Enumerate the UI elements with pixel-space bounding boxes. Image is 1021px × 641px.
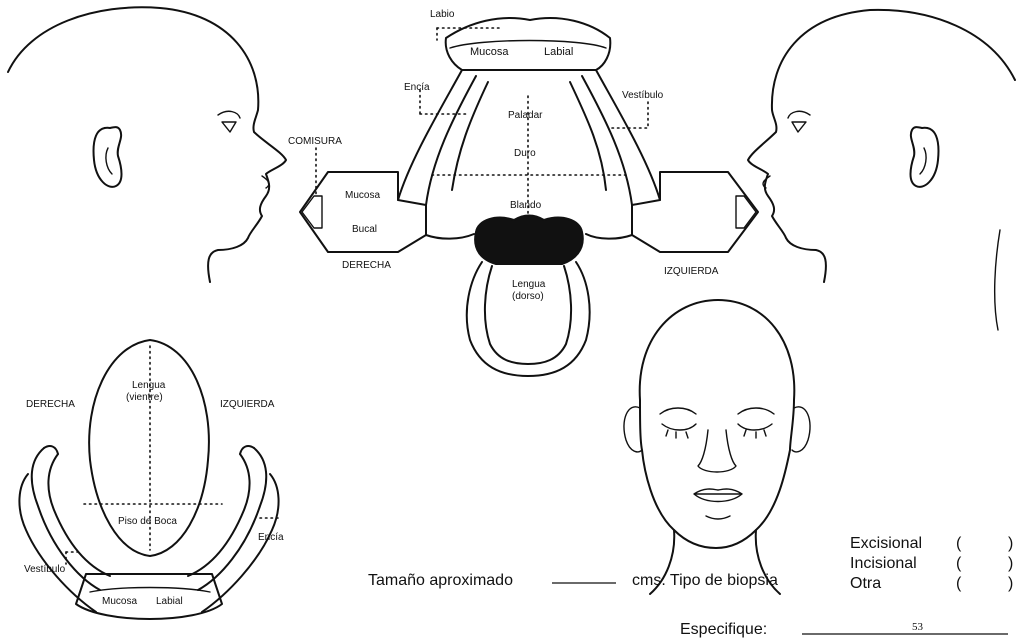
label-mucosa-bucal: Mucosa: [345, 190, 380, 201]
page-number: 53: [912, 621, 924, 633]
biopsy-form: Tamaño aproximado cms. Tipo de biopsia E…: [368, 535, 1013, 638]
frontal-face: [624, 300, 810, 594]
label-dorso: (dorso): [512, 291, 544, 302]
right-head-profile: [748, 10, 1015, 330]
label-lengua-vientre: Lengua: [132, 380, 166, 391]
label-encia-bottom: Encía: [258, 532, 284, 543]
paren-close-2[interactable]: ): [1008, 555, 1013, 572]
left-buccal-mucosa: [300, 172, 426, 252]
label-vestibulo-bottom: Vestíbulo: [24, 564, 66, 575]
label-encia-top: Encía: [404, 82, 430, 93]
label-paladar: Paladar: [508, 110, 543, 121]
tamano-label: Tamaño aproximado: [368, 572, 513, 589]
label-vientre: (vientre): [126, 392, 163, 403]
label-vestibulo-top: Vestíbulo: [622, 90, 664, 101]
label-izquierda-top: IZQUIERDA: [664, 266, 719, 277]
label-labial-bottom: Labial: [156, 596, 183, 607]
label-derecha-bottom: DERECHA: [26, 399, 75, 410]
label-comisura: COMISURA: [288, 136, 342, 147]
label-lengua-dorso: Lengua: [512, 279, 546, 290]
paren-open-1[interactable]: (: [956, 535, 962, 552]
right-buccal-mucosa: [632, 172, 758, 252]
label-blando: Blando: [510, 200, 542, 211]
option-excisional: Excisional: [850, 535, 922, 552]
label-bucal-text: Bucal: [352, 224, 377, 235]
paren-open-2[interactable]: (: [956, 555, 962, 572]
label-duro: Duro: [514, 148, 536, 159]
paren-open-3[interactable]: (: [956, 575, 962, 592]
paren-close-3[interactable]: ): [1008, 575, 1013, 592]
label-labial-top: Labial: [544, 46, 573, 58]
label-piso-boca: Piso de Boca: [118, 516, 177, 527]
option-otra: Otra: [850, 575, 881, 592]
left-head-profile: [8, 7, 286, 282]
label-mucosa-bottom: Mucosa: [102, 596, 137, 607]
label-izquierda-bottom: IZQUIERDA: [220, 399, 275, 410]
label-labio: Labio: [430, 9, 455, 20]
soft-palate-dark: [475, 216, 583, 265]
cms-tipo-label: cms. Tipo de biopsia: [632, 572, 778, 589]
especifique-label: Especifique:: [680, 621, 767, 638]
lower-lip: [76, 574, 222, 619]
label-mucosa-top: Mucosa: [470, 46, 509, 58]
upper-arch: [398, 70, 660, 200]
label-derecha-top: DERECHA: [342, 260, 391, 271]
paren-close-1[interactable]: ): [1008, 535, 1013, 552]
option-incisional: Incisional: [850, 555, 917, 572]
